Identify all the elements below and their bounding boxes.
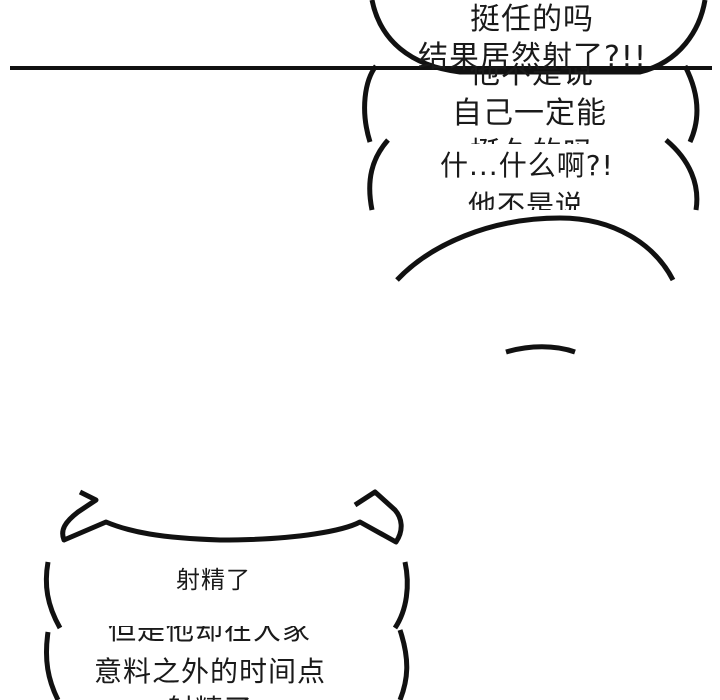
speech-bubble-1 xyxy=(369,0,708,75)
bubble-1-line-1: 挺任的吗 xyxy=(470,2,594,37)
speech-bubble-5-left xyxy=(43,631,61,700)
speech-bubble-4-left xyxy=(43,561,63,630)
bubble-2-line-2: 自己一定能 xyxy=(452,96,607,131)
bubble-2-line-1: 他不是说 xyxy=(470,68,594,91)
bubble-4-text-region: 但是他却在大家 意料之外的时间点 射精了 xyxy=(80,626,380,700)
bubble-4-line-3: 射精了 xyxy=(166,688,253,700)
speech-bubble-4-right xyxy=(392,561,410,630)
speech-bubble-3 xyxy=(367,138,700,211)
speech-bubble-2 xyxy=(362,64,700,144)
bubble-3-line-2: 他不是说 xyxy=(468,189,585,210)
bubble-2-text-region: 他不是说 自己一定能 挺久的吗 xyxy=(430,68,650,144)
speech-bubble-small-arc xyxy=(505,344,576,355)
bubble-4-line-2: 意料之外的时间点 xyxy=(94,655,327,688)
bubble-2-line-3: 挺久的吗 xyxy=(470,128,594,144)
bubble-4-line-1: 但是他却在大家 xyxy=(108,626,312,646)
bubble-3-line-1: 什...什么啊?! xyxy=(440,149,614,182)
bubble-1-line-2: 结果居然射了?!! xyxy=(418,40,647,75)
bubble-3-text-region: 什...什么啊?! 他不是说 xyxy=(430,140,650,210)
speech-bubble-arc xyxy=(395,215,676,282)
shout-bubble xyxy=(60,489,404,545)
speech-bubble-5-right xyxy=(397,629,410,700)
shout-bubble-text: 射精了 xyxy=(176,566,251,594)
